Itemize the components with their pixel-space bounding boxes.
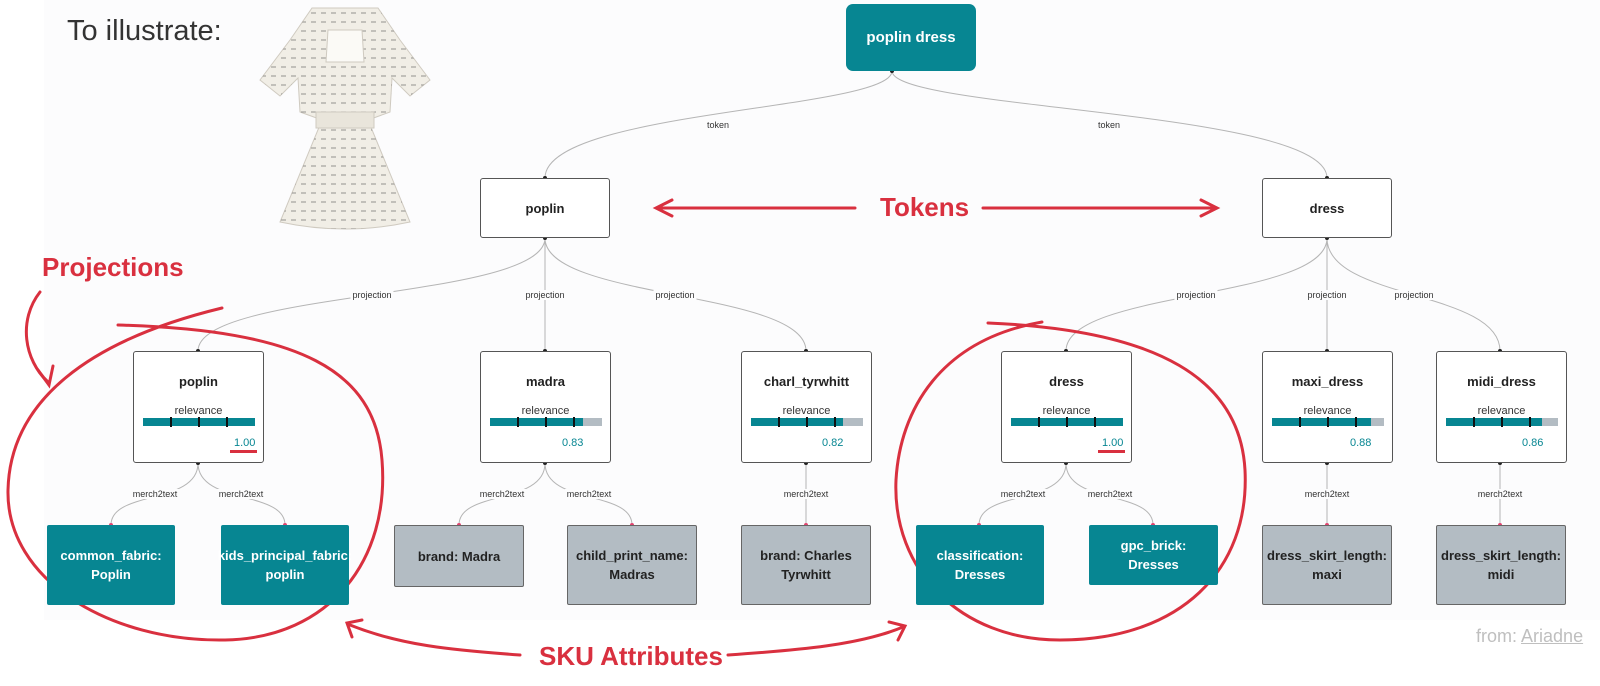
attribute-node-gpc-brick[interactable]: gpc_brick: Dresses [1089,525,1218,585]
edge-label-projection: projection [350,290,394,300]
edge-label-token: token [704,120,732,130]
edge-label-merch2text: merch2text [477,489,527,499]
projections-callout: Projections [42,252,184,282]
projection-title: madra [525,374,566,389]
relevance-label: relevance [782,405,831,417]
query-root-node[interactable]: poplin dress [846,4,976,71]
relevance-tick [834,417,836,427]
edge-label-projection: projection [1392,290,1436,300]
edge-label-merch2text: merch2text [130,489,180,499]
projection-node-poplin[interactable]: poplin relevance 1.00 [133,351,264,463]
source-credit: from: Ariadne [1476,626,1583,647]
relevance-score: 0.86 [1522,437,1544,449]
relevance-tick [806,417,808,427]
relevance-bar [1011,417,1123,427]
edge-label-merch2text: merch2text [1085,489,1135,499]
attribute-node-kids-principal-fabric[interactable]: kids_principal_fabric: poplin [218,525,352,605]
projection-title: poplin [179,374,218,389]
relevance-score: 0.82 [822,437,844,449]
relevance-tick [1529,417,1531,427]
projection-title: dress [1049,374,1084,389]
relevance-score: 0.88 [1350,437,1372,449]
tokens-callout: Tokens [880,192,970,222]
relevance-tick [573,417,575,427]
projection-title: midi_dress [1467,374,1536,389]
relevance-tick [545,417,547,427]
token-node-poplin[interactable]: poplin [480,178,610,238]
relevance-tick [778,417,780,427]
sku-attributes-callout: SKU Attributes [539,641,723,671]
edge-label-projection: projection [1174,290,1218,300]
projection-node-maxi-dress[interactable]: maxi_dress relevance 0.88 [1262,351,1393,463]
projection-node-dress[interactable]: dress relevance 1.00 [1001,351,1132,463]
relevance-score: 1.00 [1102,437,1124,449]
projection-node-midi-dress[interactable]: midi_dress relevance 0.86 [1436,351,1567,463]
relevance-tick [226,417,228,427]
edge-label-projection: projection [653,290,697,300]
source-prefix: from: [1476,626,1518,646]
edge-label-projection: projection [1305,290,1349,300]
relevance-tick [1327,417,1329,427]
projection-node-madra[interactable]: madra relevance 0.83 [480,351,611,463]
relevance-tick [170,417,172,427]
score-underline [1098,450,1125,453]
relevance-label: relevance [1303,405,1352,417]
attribute-node-dress-skirt-length-maxi[interactable]: dress_skirt_length: maxi [1262,525,1392,605]
relevance-tick [1355,417,1357,427]
edge-label-merch2text: merch2text [1475,489,1525,499]
edge-label-merch2text: merch2text [216,489,266,499]
relevance-bar [490,417,602,427]
edge-label-merch2text: merch2text [564,489,614,499]
relevance-bar [1446,417,1558,427]
attribute-node-child-print-name[interactable]: child_print_name: Madras [567,525,697,605]
attribute-node-classification[interactable]: classification: Dresses [916,525,1044,605]
source-link[interactable]: Ariadne [1521,626,1584,646]
relevance-fill [1272,418,1371,426]
attribute-node-brand-charles-tyrwhitt[interactable]: brand: Charles Tyrwhitt [741,525,871,605]
relevance-label: relevance [521,405,570,417]
edge-label-projection: projection [523,290,567,300]
score-underline [230,450,257,453]
edge-label-merch2text: merch2text [998,489,1048,499]
dress-product-image [259,7,431,230]
projection-node-charl-tyrwhitt[interactable]: charl_tyrwhitt relevance 0.82 [741,351,872,463]
relevance-label: relevance [174,405,223,417]
edge-label-merch2text: merch2text [781,489,831,499]
relevance-bar [143,417,255,427]
relevance-fill [490,418,583,426]
relevance-score: 1.00 [234,437,256,449]
projection-title: charl_tyrwhitt [763,374,850,389]
projection-title: maxi_dress [1291,374,1364,389]
relevance-tick [517,417,519,427]
relevance-fill [751,418,843,426]
relevance-label: relevance [1042,405,1091,417]
relevance-tick [1299,417,1301,427]
annotation-marks [6,198,1247,657]
relevance-tick [1038,417,1040,427]
relevance-tick [1473,417,1475,427]
attribute-node-brand-madra[interactable]: brand: Madra [394,525,524,587]
intro-heading: To illustrate: [67,15,222,47]
relevance-tick [1066,417,1068,427]
relevance-score: 0.83 [562,437,584,449]
edge-label-token: token [1095,120,1123,130]
relevance-tick [1501,417,1503,427]
token-node-dress[interactable]: dress [1262,178,1392,238]
relevance-label: relevance [1477,405,1526,417]
edge-label-merch2text: merch2text [1302,489,1352,499]
relevance-tick [1094,417,1096,427]
attribute-node-common-fabric[interactable]: common_fabric: Poplin [47,525,175,605]
relevance-fill [1446,418,1543,426]
relevance-tick [198,417,200,427]
attribute-node-dress-skirt-length-midi[interactable]: dress_skirt_length: midi [1436,525,1566,605]
relevance-bar [751,417,863,427]
relevance-bar [1272,417,1384,427]
